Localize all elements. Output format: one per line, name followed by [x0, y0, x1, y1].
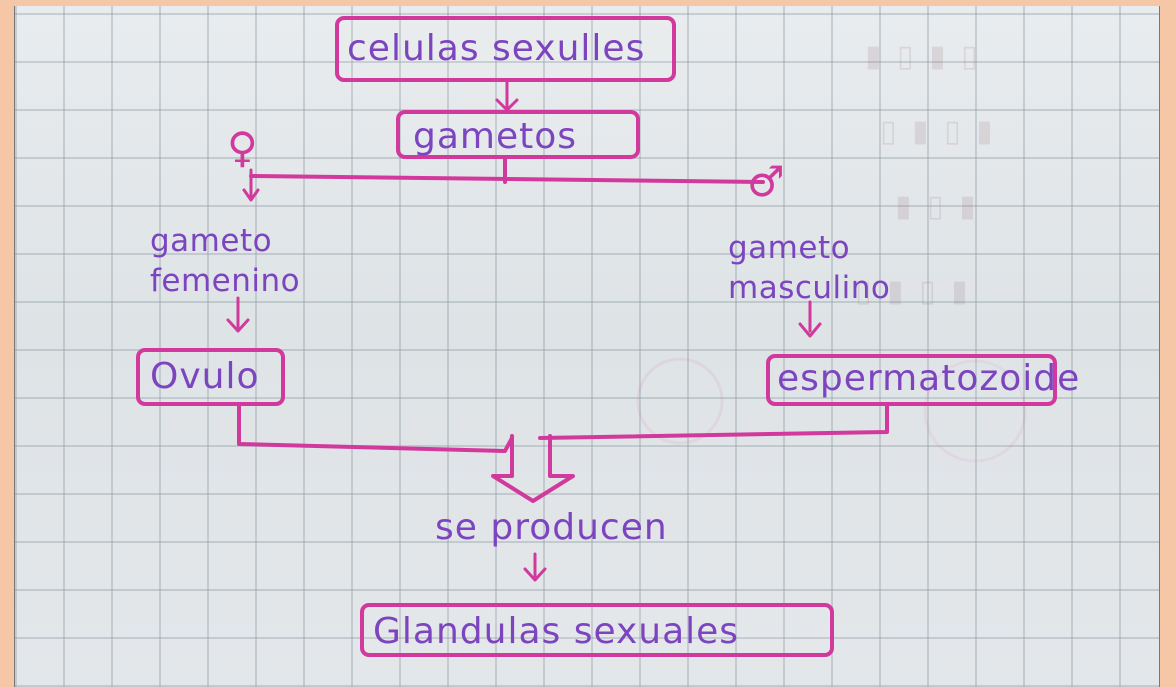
left-terminal-box [136, 348, 285, 406]
faint-background-text: ▮ ▯ ▮ ▯ [865, 39, 981, 74]
faint-background-text: ▮ ▯ ▮ [895, 189, 979, 224]
notebook-photo: ▮ ▯ ▮ ▯ ▯ ▮ ▯ ▮ ▮ ▯ ▮ ▯ ▮ ▯ ▮ celulas se… [14, 6, 1160, 687]
left-branch-arrow [242, 188, 260, 202]
faint-background-text: ▯ ▮ ▯ ▮ [880, 114, 996, 149]
concept-map-diagram: ▮ ▯ ▮ ▯ ▯ ▮ ▯ ▮ ▮ ▯ ▮ ▯ ▮ ▯ ▮ celulas se… [136, 16, 1080, 657]
bottom-node-label: Glandulas sexuales [373, 611, 739, 652]
female-symbol-icon: ♀ [227, 123, 258, 172]
bottom-arrow-head [523, 567, 547, 582]
merge-arrow-icon [491, 434, 575, 503]
faint-ink-mark [923, 359, 1027, 463]
left-arrow-head [226, 318, 250, 333]
right-terminal-box [766, 354, 1057, 406]
gametos-node-label: gametos [413, 116, 577, 157]
left-terminal-label: Ovulo [150, 356, 259, 397]
right-merge-line [538, 402, 889, 440]
left-label-line1: gameto [150, 223, 272, 259]
right-arrow-head [798, 322, 822, 338]
left-merge-line [237, 402, 514, 453]
right-terminal-label: espermatozoide [777, 358, 1080, 399]
merge-label: se producen [435, 507, 668, 548]
male-symbol-icon: ♂ [747, 157, 785, 206]
right-label-line1: gameto [728, 230, 850, 266]
top-node-box [335, 16, 676, 82]
right-label-line2: masculino [728, 270, 890, 306]
faint-ink-mark [636, 357, 724, 445]
bottom-node-box [360, 603, 834, 657]
gametos-node-box [396, 110, 640, 159]
top-node-label: celulas sexulles [347, 28, 645, 69]
faint-background-text: ▯ ▮ ▯ ▮ [855, 274, 971, 309]
left-label-line2: femenino [150, 263, 300, 299]
